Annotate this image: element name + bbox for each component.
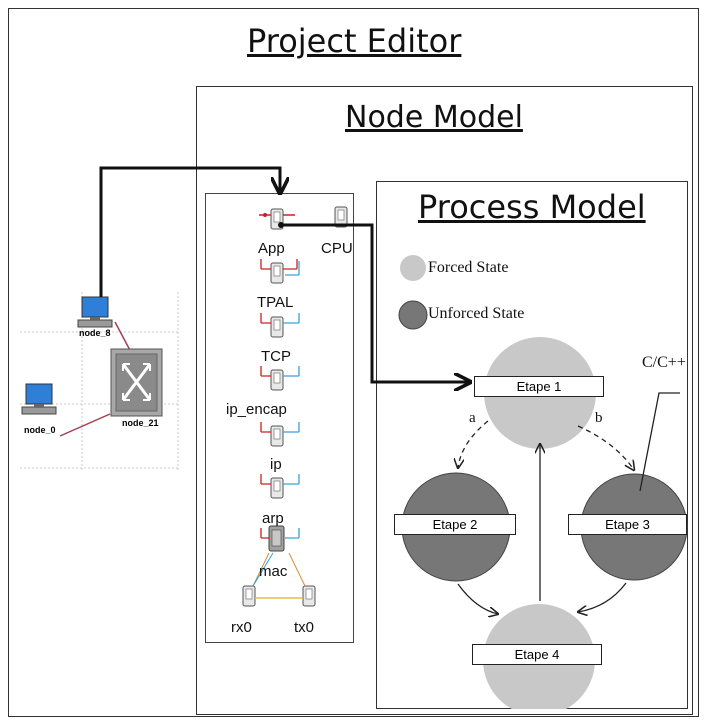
node-model-title: Node Model <box>345 100 523 135</box>
etape-4-label: Etape 4 <box>472 644 602 665</box>
module-app-label: App <box>258 240 285 257</box>
transition-b-label: b <box>595 410 603 426</box>
module-mac-label: mac <box>259 563 288 580</box>
process-model-title: Process Model <box>418 188 646 226</box>
module-tx0-label: tx0 <box>294 619 315 636</box>
module-arp-label: arp <box>262 510 284 527</box>
project-editor-frame <box>8 8 699 717</box>
node-model-frame <box>196 86 693 715</box>
module-tpal-label: TPAL <box>257 294 294 311</box>
node-8-label: node_8 <box>79 328 111 338</box>
module-ip-encap-label: ip_encap <box>226 401 287 418</box>
module-rx0-label: rx0 <box>231 619 252 636</box>
transition-a-label: a <box>469 410 476 426</box>
node-21-label: node_21 <box>122 418 159 428</box>
project-editor-title: Project Editor <box>247 22 462 60</box>
protocol-stack-diagram <box>242 206 348 607</box>
workstation-node-0-icon[interactable] <box>21 383 57 415</box>
switch-node-21-icon[interactable] <box>110 348 163 417</box>
workstation-node-8-icon[interactable] <box>77 296 113 328</box>
node-0-label: node_0 <box>24 425 56 435</box>
project-to-node-arrow <box>99 166 280 297</box>
module-ip-label: ip <box>270 456 282 473</box>
etape-2-label: Etape 2 <box>394 514 516 535</box>
legend-forced-label: Forced State <box>428 259 509 276</box>
node-to-process-arrow <box>281 223 470 382</box>
transition-2-4[interactable] <box>457 583 498 614</box>
code-annotation-label: C/C++ <box>642 354 686 371</box>
transition-b[interactable] <box>577 425 634 470</box>
transition-3-4[interactable] <box>578 582 627 612</box>
etape-1-label: Etape 1 <box>474 376 604 397</box>
module-tcp-label: TCP <box>261 348 291 365</box>
module-cpu-label: CPU <box>321 240 353 257</box>
transition-a[interactable] <box>458 420 489 468</box>
legend-unforced-icon <box>398 300 428 330</box>
network-diagram <box>20 292 180 472</box>
code-callout-line <box>639 392 680 492</box>
legend-unforced-label: Unforced State <box>428 305 525 322</box>
etape-3-label: Etape 3 <box>568 514 687 535</box>
link-node0-node21 <box>59 413 111 437</box>
legend-forced-icon <box>400 255 426 281</box>
